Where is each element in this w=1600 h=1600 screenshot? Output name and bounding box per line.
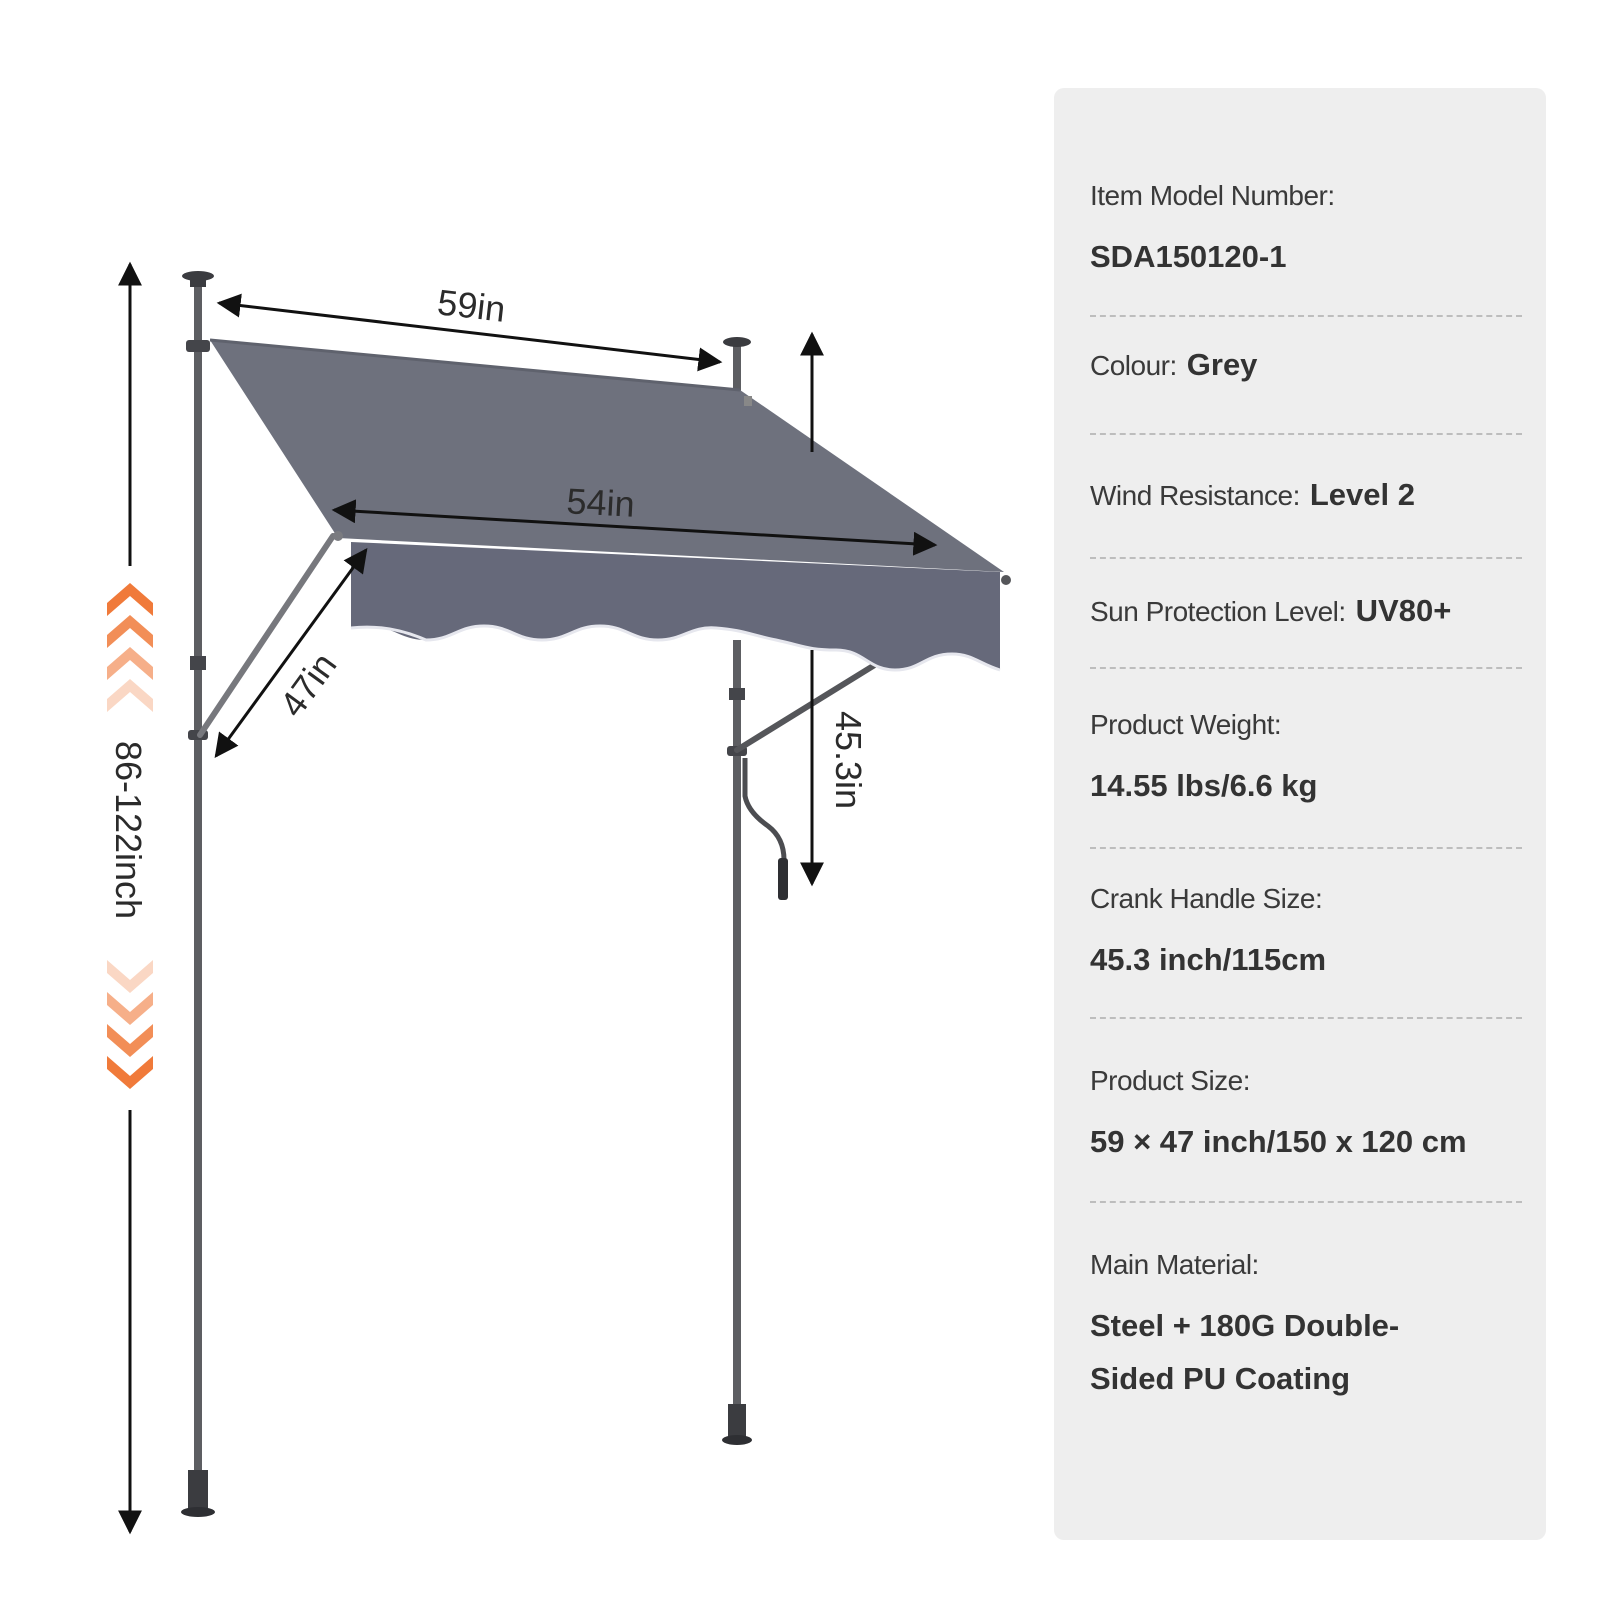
label-projection: 47in [271, 645, 344, 724]
spec-label: Product Size: [1090, 1065, 1251, 1096]
arrow-projection [214, 548, 368, 758]
left-pole [181, 271, 215, 1517]
spec-sun-protection: Sun Protection Level: UV80+ [1090, 559, 1522, 643]
divider [1090, 433, 1522, 435]
spec-label: Crank Handle Size: [1090, 883, 1323, 914]
label-crank-height: 45.3in [828, 711, 869, 809]
spec-value: Grey [1186, 347, 1258, 382]
spec-value: Steel + 180G Double-Sided PU Coating [1090, 1308, 1400, 1396]
spec-value: 14.55 lbs/6.6 kg [1090, 768, 1318, 803]
spec-main-material: Main Material: Steel + 180G Double-Sided… [1090, 1203, 1522, 1405]
divider [1090, 557, 1522, 559]
spec-value: UV80+ [1355, 593, 1452, 628]
spec-value: Level 2 [1309, 477, 1415, 512]
dimension-arrows [118, 261, 938, 1535]
spec-colour: Colour: Grey [1090, 317, 1522, 397]
spec-product-weight: Product Weight: 14.55 lbs/6.6 kg [1090, 669, 1522, 809]
spec-panel: Item Model Number: SDA150120-1 Colour: Gr… [1054, 88, 1546, 1540]
spec-model-number: Item Model Number: SDA150120-1 [1090, 180, 1522, 277]
spec-label: Wind Resistance: [1090, 480, 1300, 511]
spec-wind-resistance: Wind Resistance: Level 2 [1090, 435, 1522, 527]
spec-value: 45.3 inch/115cm [1090, 942, 1327, 977]
right-pole [722, 337, 752, 1445]
divider [1090, 315, 1522, 317]
label-width-front: 54in [566, 480, 636, 525]
double-arrow-up-icon [107, 583, 153, 712]
awning-diagram: 59in 54in 47in 45.3in 86-122inch [107, 261, 1011, 1535]
double-arrow-down-icon [107, 960, 153, 1089]
spec-label: Colour: [1090, 350, 1177, 381]
spec-value: SDA150120-1 [1090, 239, 1287, 274]
arrow-width-front [331, 499, 938, 556]
label-width-top: 59in [435, 281, 507, 329]
spec-label: Sun Protection Level: [1090, 596, 1346, 627]
spec-label: Product Weight: [1090, 709, 1282, 740]
label-pole-height: 86-122inch [108, 741, 149, 919]
spec-product-size: Product Size: 59 × 47 inch/150 x 120 cm [1090, 1019, 1522, 1165]
crank-handle [742, 758, 788, 900]
divider [1090, 1017, 1522, 1019]
divider [1090, 847, 1522, 849]
divider [1090, 667, 1522, 669]
spec-label: Item Model Number: [1090, 180, 1335, 211]
spec-crank-handle-size: Crank Handle Size: 45.3 inch/115cm [1090, 849, 1522, 983]
spec-value: 59 × 47 inch/150 x 120 cm [1090, 1124, 1467, 1159]
spec-label: Main Material: [1090, 1249, 1259, 1280]
arrow-width-top [216, 293, 723, 372]
divider [1090, 1201, 1522, 1203]
